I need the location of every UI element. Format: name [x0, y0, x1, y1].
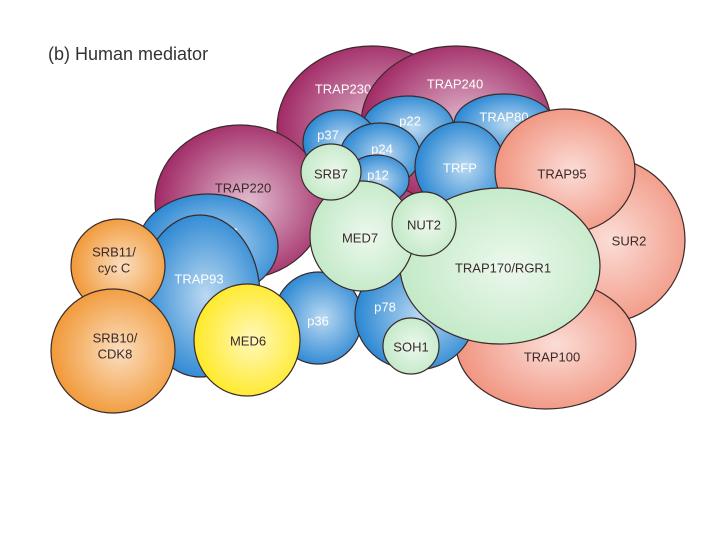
trap240-label: TRAP240 [427, 77, 483, 92]
subunit-srb11: SRB11/cyc C [70, 218, 166, 314]
subunit-med6: MED6 [193, 283, 301, 397]
trap100-label: TRAP100 [524, 350, 580, 365]
trap80-label: TRAP80 [479, 110, 528, 125]
p36-label: p36 [307, 314, 329, 329]
trap220-label: TRAP220 [215, 181, 271, 196]
med6-label: MED6 [230, 334, 266, 349]
p78-label: p78 [374, 300, 396, 315]
trap170-label: TRAP170/RGR1 [455, 261, 551, 276]
subunit-soh1: SOH1 [382, 317, 440, 375]
subunit-nut2: NUT2 [391, 191, 457, 257]
srb11-label: SRB11/cyc C [92, 244, 136, 275]
p37-label: p37 [317, 128, 339, 143]
panel-title: (b) Human mediator [48, 44, 209, 64]
trap230-label: TRAP230 [315, 82, 371, 97]
srb10-shape [50, 288, 176, 414]
trap95-label: TRAP95 [537, 167, 586, 182]
med6-shape [193, 283, 301, 397]
srb7-shape [300, 143, 362, 201]
nut2-shape [391, 191, 457, 257]
med7-label: MED7 [342, 231, 378, 246]
soh1-shape [382, 317, 440, 375]
subunit-srb7: SRB7 [300, 143, 362, 201]
p12-label: p12 [367, 168, 389, 183]
srb7-label: SRB7 [314, 167, 348, 182]
subunit-srb10: SRB10/CDK8 [50, 288, 176, 414]
trfp-label: TRFP [443, 161, 477, 176]
trap93-label: TRAP93 [174, 272, 223, 287]
p24-label: p24 [371, 142, 393, 157]
nut2-label: NUT2 [407, 218, 441, 233]
p22-label: p22 [399, 114, 421, 129]
soh1-label: SOH1 [393, 340, 428, 355]
sur2-label: SUR2 [612, 234, 647, 249]
srb10-label: SRB10/CDK8 [93, 330, 138, 361]
